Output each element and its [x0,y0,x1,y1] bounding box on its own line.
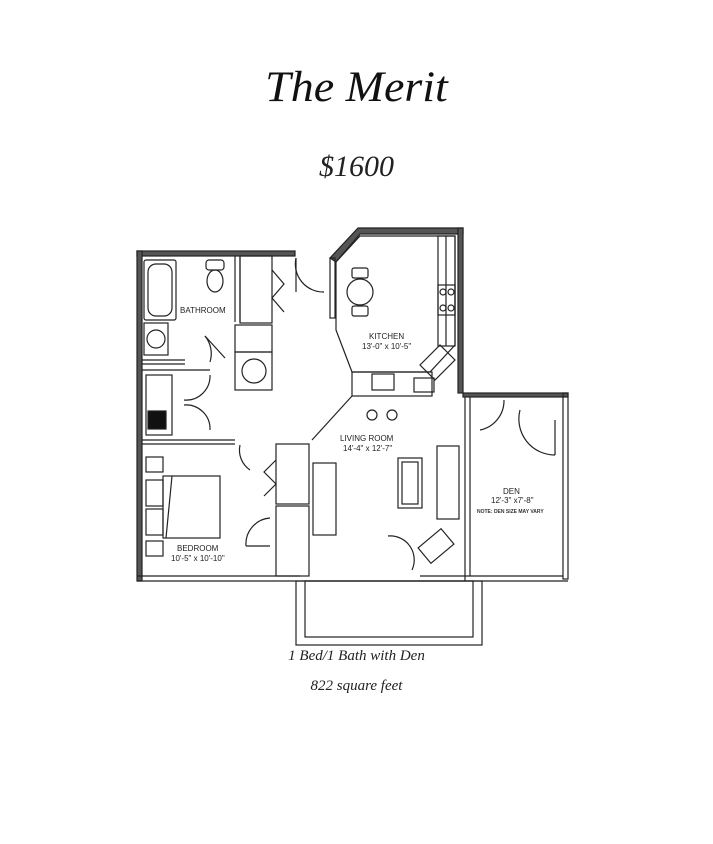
bedroom-label: BEDROOM [177,544,219,553]
kitchen-label: KITCHEN [369,332,404,341]
unit-type: 1 Bed/1 Bath with Den [288,648,425,664]
den-note: NOTE: DEN SIZE MAY VARY [477,509,544,515]
den-label: DEN [503,487,520,496]
laundry-closet [142,369,235,445]
den [464,397,556,581]
bathroom-label: BATHROOM [180,306,226,315]
balcony [295,580,483,646]
exterior-walls [136,227,569,582]
living-room [311,395,460,571]
bedroom [145,443,310,577]
living-room-dims: 14'-4" x 12'-7" [343,444,392,453]
plan-price: $1600 [319,150,394,183]
unit-area: 822 square feet [310,678,403,694]
kitchen [335,235,456,421]
bedroom-dims: 10'-5" x 10'-10" [171,554,225,563]
plan-title: The Merit [265,62,448,111]
den-dims: 12'-3" x7'-8" [491,496,534,505]
hall-closets [234,255,325,391]
living-room-label: LIVING ROOM [340,434,394,443]
kitchen-dims: 13'-0" x 10'-5" [362,342,411,351]
